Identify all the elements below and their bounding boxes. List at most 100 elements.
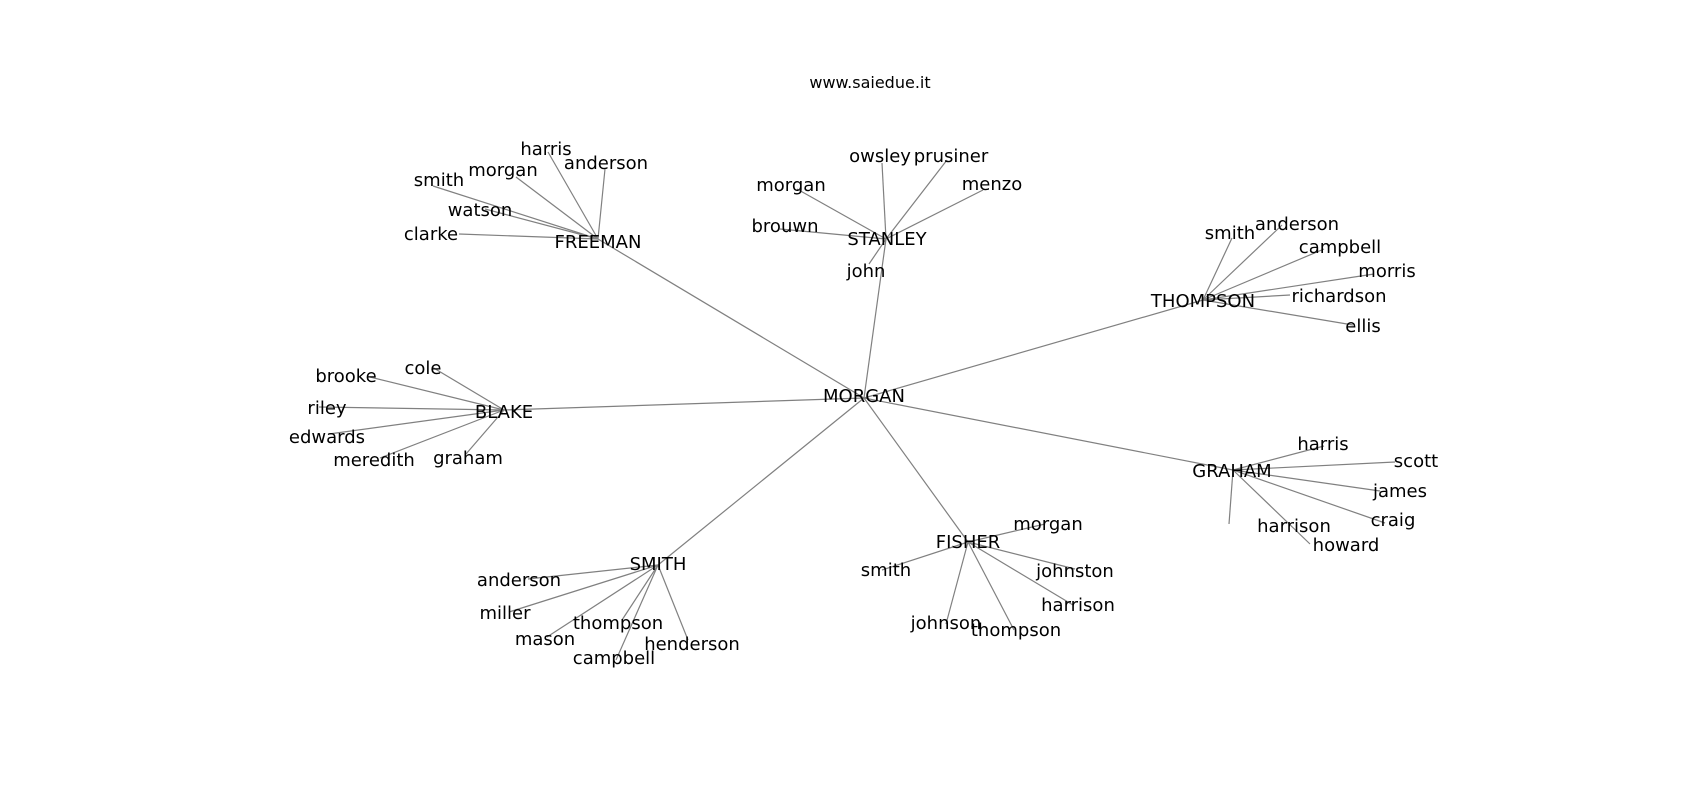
- leaf-node-graham-craig: craig: [1371, 510, 1416, 531]
- leaf-node-blake-graham: graham: [433, 448, 503, 469]
- edge-center-blake: [503, 397, 865, 411]
- leaf-node-stanley-john: john: [846, 261, 886, 282]
- edge-smith-henderson: [657, 564, 689, 641]
- edge-freeman-harris: [547, 151, 599, 240]
- leaf-node-graham-howard: howard: [1313, 535, 1380, 556]
- group-node-graham: GRAHAM: [1192, 461, 1271, 482]
- edge-graham-james: [1232, 469, 1381, 492]
- edge-fisher-harrison: [967, 541, 1074, 606]
- leaf-node-fisher-harrison: harrison: [1041, 595, 1115, 616]
- edge-thompson-anderson: [1202, 224, 1283, 301]
- group-node-freeman: FREEMAN: [555, 232, 642, 253]
- edge-freeman-anderson: [597, 168, 606, 240]
- edge-freeman-morgan: [515, 176, 599, 240]
- edge-fisher-smith: [881, 541, 969, 571]
- edge-graham-harrison: [1228, 469, 1234, 525]
- leaf-node-smith-anderson: anderson: [477, 570, 561, 591]
- leaf-node-stanley-brouwn: brouwn: [752, 216, 819, 237]
- edge-smith-miller: [508, 564, 659, 613]
- leaf-node-thompson-anderson: anderson: [1255, 214, 1339, 235]
- edge-stanley-menzo: [885, 189, 984, 240]
- leaf-node-graham-harris: harris: [1297, 434, 1348, 455]
- group-node-fisher: FISHER: [936, 532, 1001, 553]
- edge-blake-graham: [465, 409, 505, 455]
- edge-graham-scott: [1232, 461, 1396, 471]
- edge-stanley-morgan: [796, 188, 887, 240]
- group-node-stanley: STANLEY: [847, 229, 927, 250]
- leaf-node-smith-mason: mason: [515, 629, 575, 650]
- edge-freeman-clarke: [458, 233, 599, 240]
- edge-center-stanley: [863, 238, 887, 399]
- group-node-smith: SMITH: [630, 554, 687, 575]
- edge-stanley-prusiner: [885, 159, 948, 240]
- edge-smith-anderson: [527, 564, 659, 580]
- leaf-node-smith-campbell: campbell: [573, 648, 655, 669]
- leaf-node-thompson-campbell: campbell: [1299, 237, 1381, 258]
- leaf-node-blake-cole: cole: [405, 358, 442, 379]
- edge-graham-howard: [1232, 469, 1311, 545]
- leaf-node-stanley-owsley: owsley: [849, 146, 911, 167]
- diagram-title: www.saiedue.it: [809, 73, 930, 92]
- edge-thompson-richardson: [1202, 294, 1291, 301]
- edge-fisher-morgan: [967, 523, 1046, 543]
- edge-center-graham: [863, 397, 1234, 471]
- edge-fisher-thompson: [967, 541, 1015, 631]
- edge-center-smith: [657, 397, 865, 566]
- edge-blake-edwards: [328, 409, 505, 435]
- leaf-node-stanley-menzo: menzo: [962, 174, 1022, 195]
- leaf-node-freeman-harris: harris: [520, 139, 571, 160]
- leaf-node-freeman-smith: smith: [414, 170, 464, 191]
- edge-thompson-ellis: [1202, 299, 1354, 326]
- leaf-node-smith-miller: miller: [479, 603, 531, 624]
- leaf-node-fisher-johnston: johnston: [1035, 561, 1114, 582]
- leaf-node-smith-thompson: thompson: [573, 613, 663, 634]
- leaf-node-blake-meredith: meredith: [333, 450, 415, 471]
- node-labels: MORGANFREEMANharrisandersonmorgansmithwa…: [289, 139, 1438, 669]
- leaf-node-fisher-thompson: thompson: [971, 620, 1061, 641]
- edge-freeman-smith: [432, 185, 599, 240]
- edge-thompson-morris: [1202, 273, 1375, 301]
- edge-stanley-brouwn: [779, 228, 887, 240]
- edge-fisher-johnson: [945, 541, 969, 625]
- edge-thompson-campbell: [1202, 248, 1325, 301]
- leaf-node-graham-james: james: [1372, 481, 1427, 502]
- leaf-node-stanley-morgan: morgan: [756, 175, 826, 196]
- leaf-node-thompson-morris: morris: [1358, 261, 1415, 282]
- edges: [318, 151, 1396, 661]
- edge-blake-meredith: [379, 409, 505, 459]
- group-node-thompson: THOMPSON: [1150, 291, 1255, 312]
- leaf-node-freeman-watson: watson: [448, 200, 513, 221]
- edge-smith-mason: [546, 564, 659, 638]
- leaf-node-thompson-smith: smith: [1205, 223, 1255, 244]
- edge-center-thompson: [863, 299, 1204, 399]
- center-node-label: MORGAN: [823, 386, 905, 407]
- edge-blake-brooke: [369, 376, 505, 411]
- leaf-node-blake-edwards: edwards: [289, 427, 365, 448]
- edge-smith-campbell: [615, 564, 659, 661]
- leaf-node-smith-henderson: henderson: [644, 634, 740, 655]
- edge-blake-riley: [318, 406, 505, 411]
- leaf-node-blake-brooke: brooke: [315, 366, 376, 387]
- leaf-node-blake-riley: riley: [307, 398, 346, 419]
- leaf-node-stanley-prusiner: prusiner: [914, 146, 989, 167]
- edge-smith-thompson: [621, 564, 659, 621]
- leaf-node-fisher-smith: smith: [861, 560, 911, 581]
- edge-center-freeman: [597, 238, 865, 399]
- group-node-blake: BLAKE: [475, 402, 533, 423]
- edge-graham-craig: [1232, 469, 1386, 524]
- leaf-node-graham-harrison: harrison: [1257, 516, 1331, 537]
- leaf-node-freeman-anderson: anderson: [564, 153, 648, 174]
- leaf-node-freeman-clarke: clarke: [404, 224, 458, 245]
- leaf-node-thompson-richardson: richardson: [1291, 286, 1386, 307]
- leaf-node-graham-scott: scott: [1394, 451, 1438, 472]
- edge-stanley-owsley: [881, 162, 887, 240]
- edge-center-fisher: [863, 397, 969, 543]
- edge-fisher-johnston: [967, 541, 1076, 570]
- leaf-node-fisher-morgan: morgan: [1013, 514, 1083, 535]
- edge-thompson-smith: [1202, 237, 1233, 301]
- edge-graham-harris: [1232, 445, 1325, 471]
- edge-stanley-john: [868, 238, 887, 265]
- edge-freeman-watson: [484, 208, 599, 240]
- leaf-node-freeman-morgan: morgan: [468, 160, 538, 181]
